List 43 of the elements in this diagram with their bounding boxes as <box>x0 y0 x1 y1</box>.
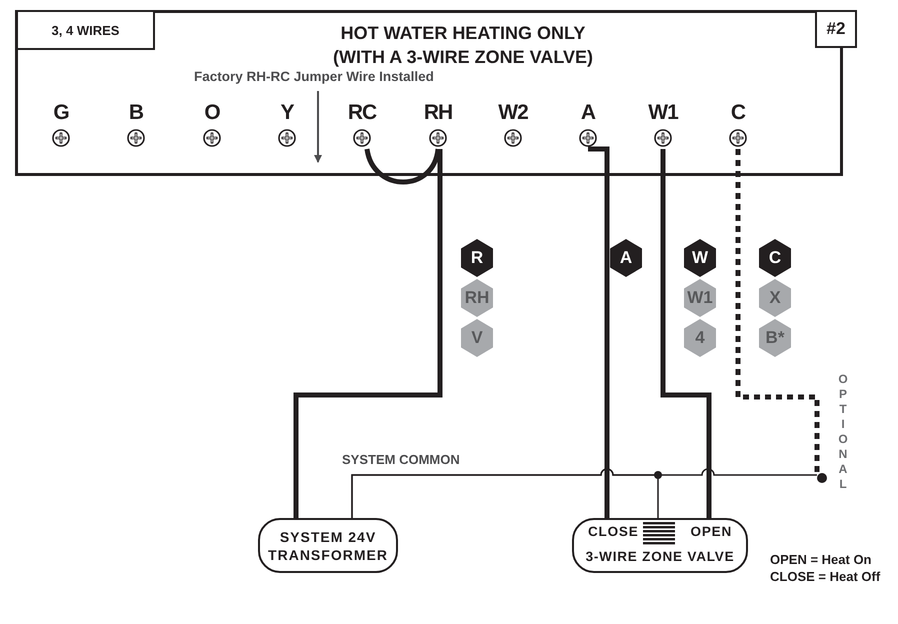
zone-valve-box <box>572 518 748 573</box>
tag-box: 3, 4 WIRES <box>15 10 155 50</box>
terminal-label: A <box>580 101 596 125</box>
wire-tag: RH <box>461 279 493 317</box>
terminal-label: O <box>203 101 221 125</box>
terminal-label: RC <box>346 101 378 125</box>
terminal <box>495 101 531 149</box>
valve-port-label: OPEN <box>690 524 732 539</box>
transformer-box: SYSTEM 24V TRANSFORMER <box>258 518 398 573</box>
valve-port-label: CLOSE <box>588 524 639 539</box>
wire-tag: B* <box>759 319 791 357</box>
wire <box>351 468 817 518</box>
wire <box>364 148 440 184</box>
terminal-label: G <box>52 101 70 125</box>
wire <box>660 149 712 518</box>
wire <box>588 146 610 518</box>
panel-title: HOT WATER HEATING ONLY (WITH A 3-WIRE ZONE VALVE) <box>332 22 594 69</box>
terminal-label: RH <box>422 101 454 125</box>
terminal-label: W1 <box>647 101 680 125</box>
wire-tag: R <box>461 239 493 277</box>
valve-name: 3-WIRE ZONE VALVE <box>584 549 736 564</box>
wire-tag: X <box>759 279 791 317</box>
wire-tag: 4 <box>684 319 716 357</box>
edge-label: SYSTEM COMMON <box>340 452 462 467</box>
dotted-wire <box>736 149 820 475</box>
thermostat-panel <box>15 10 843 176</box>
wire-tag: A <box>610 239 642 277</box>
wire-tag: W <box>684 239 716 277</box>
terminal-label: Y <box>279 101 295 125</box>
wire-tag: W1 <box>684 279 716 317</box>
legend-note: OPEN = Heat On <box>770 552 872 567</box>
terminal-label: C <box>730 101 746 125</box>
arrow <box>314 91 322 163</box>
junction-dot <box>817 470 827 480</box>
wire-tag: V <box>461 319 493 357</box>
legend-note: CLOSE = Heat Off <box>770 569 880 584</box>
wire <box>294 149 442 518</box>
wire-tag: C <box>759 239 791 277</box>
tag-box: #2 <box>815 10 857 48</box>
jumper-note: Factory RH-RC Jumper Wire Installed <box>194 69 444 91</box>
terminal-label: B <box>128 101 144 125</box>
optional-label: OPTIONAL <box>836 372 850 492</box>
terminal-label: W2 <box>497 101 529 125</box>
